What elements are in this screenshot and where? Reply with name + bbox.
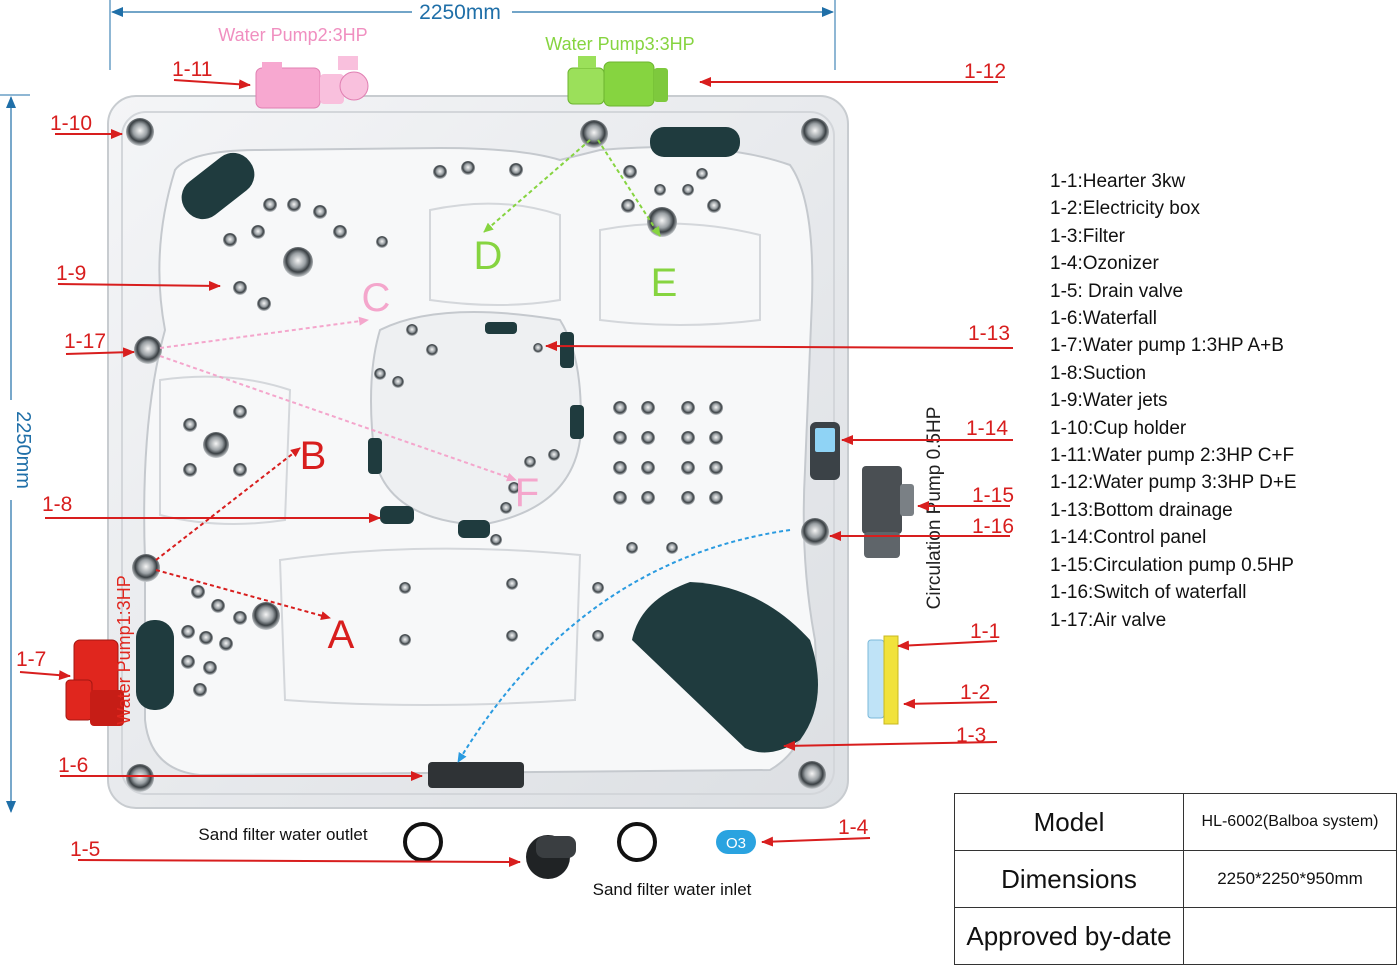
callout-1-3: 1-3 xyxy=(956,724,986,747)
legend-item: 1-4:Ozonizer xyxy=(1050,253,1159,275)
callout-1-5: 1-5 xyxy=(70,838,100,861)
water-pump-1-label: Water Pump1:3HP xyxy=(114,575,134,724)
callout-1-16: 1-16 xyxy=(972,515,1014,538)
water-pump-1 xyxy=(65,639,124,726)
callout-1-1: 1-1 xyxy=(970,620,1000,643)
ozonizer: O3 xyxy=(716,830,756,854)
zone-letter-d: D xyxy=(474,234,503,278)
callout-1-12: 1-12 xyxy=(964,60,1006,83)
callout-1-15: 1-15 xyxy=(972,484,1014,507)
legend-item: 1-9:Water jets xyxy=(1050,390,1168,412)
component-legend: 1-1:Hearter 3kw 1-2:Electricity box 1-3:… xyxy=(1050,168,1297,634)
legend-item: 1-3:Filter xyxy=(1050,225,1125,247)
zone-letter-f: F xyxy=(515,471,539,515)
circulation-pump xyxy=(862,466,914,558)
dimension-top: 2250mm xyxy=(109,0,836,70)
jets xyxy=(126,118,829,792)
legend-item: 1-8:Suction xyxy=(1050,362,1147,384)
zone-letters: A B C D E F xyxy=(300,234,678,657)
water-pump-3-label: Water Pump3:3HP xyxy=(545,34,694,54)
callout-1-6: 1-6 xyxy=(58,754,88,777)
water-pump-2 xyxy=(255,56,369,109)
spec-value-dimensions: 2250*2250*950mm xyxy=(1183,850,1397,908)
callout-1-7: 1-7 xyxy=(16,648,46,671)
callout-labels: 1-1 1-2 1-3 1-4 1-5 1-6 1-7 1-8 1-9 1-10… xyxy=(16,58,1014,861)
legend-item: 1-16:Switch of waterfall xyxy=(1050,582,1247,604)
zone-letter-a: A xyxy=(328,613,355,657)
callout-1-17: 1-17 xyxy=(64,330,106,353)
legend-item: 1-6:Waterfall xyxy=(1050,308,1157,330)
legend-item: 1-2:Electricity box xyxy=(1050,198,1200,220)
waterfall-outlet xyxy=(428,762,524,788)
legend-item: 1-15:Circulation pump 0.5HP xyxy=(1050,554,1294,576)
callout-arrows xyxy=(19,77,1014,867)
callout-1-14: 1-14 xyxy=(966,417,1008,440)
dimension-top-label: 2250mm xyxy=(419,1,501,24)
legend-item: 1-5: Drain valve xyxy=(1050,280,1184,302)
legend-item: 1-1:Hearter 3kw xyxy=(1050,171,1186,192)
heater xyxy=(867,639,885,719)
legend-item: 1-14:Control panel xyxy=(1050,527,1207,549)
legend-item: 1-7:Water pump 1:3HP A+B xyxy=(1050,335,1284,357)
drain-valve xyxy=(526,835,576,879)
water-pump-3 xyxy=(567,56,668,107)
callout-1-8: 1-8 xyxy=(42,493,72,516)
legend-item: 1-13:Bottom drainage xyxy=(1050,499,1233,521)
electricity-box xyxy=(883,635,899,725)
callout-1-13: 1-13 xyxy=(968,322,1010,345)
legend-item: 1-17:Air valve xyxy=(1050,609,1167,631)
callout-1-9: 1-9 xyxy=(56,262,86,285)
dimension-left: 2250mm xyxy=(0,94,34,813)
spec-row-model: Model HL-6002(Balboa system) xyxy=(954,793,1397,851)
legend-item: 1-10:Cup holder xyxy=(1050,417,1187,439)
legend-item: 1-11:Water pump 2:3HP C+F xyxy=(1050,445,1295,467)
callout-1-11: 1-11 xyxy=(172,58,212,81)
zone-letter-e: E xyxy=(651,261,678,305)
zone-letter-c: C xyxy=(362,276,391,320)
legend-item: 1-12:Water pump 3:3HP D+E xyxy=(1050,472,1297,494)
zone-letter-b: B xyxy=(300,434,327,478)
spec-label-dimensions: Dimensions xyxy=(954,850,1184,908)
ozonizer-badge: O3 xyxy=(726,835,746,852)
spec-row-dimensions: Dimensions 2250*2250*950mm xyxy=(954,850,1397,908)
callout-1-4: 1-4 xyxy=(838,816,869,839)
spec-value-approved xyxy=(1183,907,1397,965)
circulation-pump-label: Circulation Pump 0.5HP xyxy=(924,407,945,610)
spec-label-model: Model xyxy=(954,793,1184,851)
sand-filter-inlet-label: Sand filter water inlet xyxy=(593,880,752,899)
spec-table: Model HL-6002(Balboa system) Dimensions … xyxy=(954,793,1397,965)
callout-1-10: 1-10 xyxy=(50,112,92,135)
sand-filter-fittings xyxy=(403,822,657,862)
spec-row-approved: Approved by-date xyxy=(954,907,1397,965)
flow-lines xyxy=(155,139,791,763)
water-pump-2-label: Water Pump2:3HP xyxy=(218,25,367,45)
spec-label-approved: Approved by-date xyxy=(954,907,1184,965)
pillows xyxy=(136,127,840,788)
spec-value-model: HL-6002(Balboa system) xyxy=(1183,793,1397,851)
dimension-left-label: 2250mm xyxy=(12,411,34,489)
callout-1-2: 1-2 xyxy=(960,681,990,704)
sand-filter-outlet-label: Sand filter water outlet xyxy=(198,825,367,844)
